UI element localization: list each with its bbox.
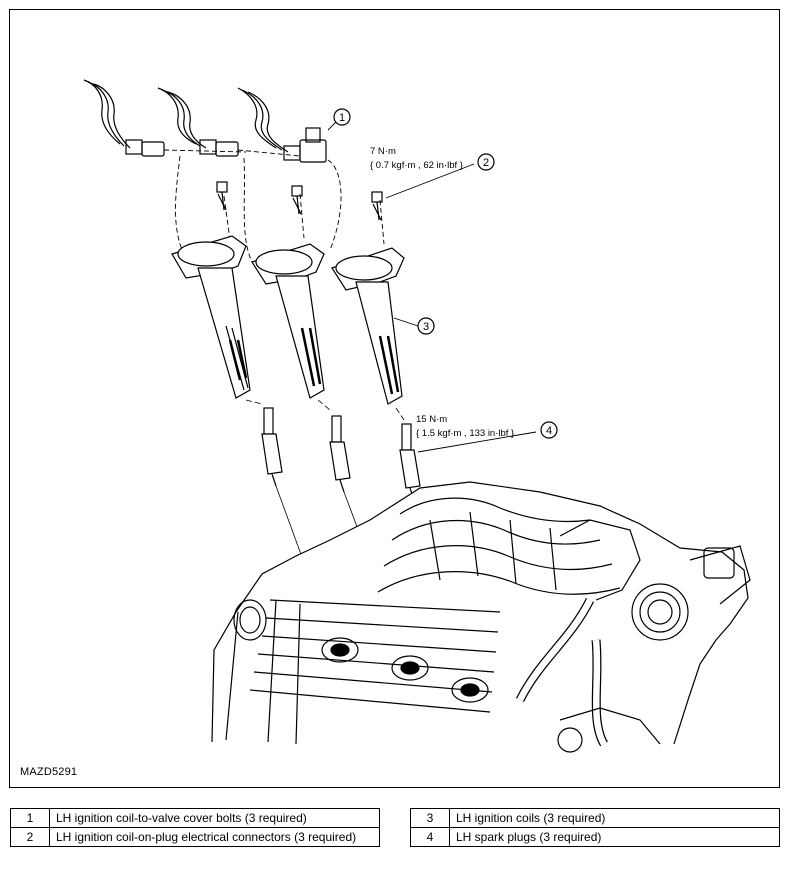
figure-id-label: MAZD5291 [20,766,78,778]
exploded-view-illustration: 1 2 3 4 7 N·m { 0.7 kgf·m , 62 in·lbf } … [83,77,751,753]
legend-row: 1 LH ignition coil-to-valve cover bolts … [10,808,380,828]
assembly-lines [163,149,385,263]
figure-frame [9,9,780,788]
legend-number: 4 [410,827,450,847]
legend-row: 4 LH spark plugs (3 required) [410,827,780,847]
coil-connectors [125,127,327,163]
engine-assembly [211,481,751,753]
legend-number: 3 [410,808,450,828]
legend-description: LH ignition coils (3 required) [449,808,780,828]
callout-2-number: 2 [483,157,489,169]
callout-4-torque-nm: 15 N·m [416,414,447,425]
callout-leaders [327,119,537,453]
coil-bolts [216,181,383,221]
legend-row: 2 LH ignition coil-on-plug electrical co… [10,827,380,847]
legend-table-left: 1 LH ignition coil-to-valve cover bolts … [10,808,380,847]
callout-1-number: 1 [339,112,345,124]
callout-circles [333,108,558,439]
legend-row: 3 LH ignition coils (3 required) [410,808,780,828]
legend-number: 2 [10,827,50,847]
legend-number: 1 [10,808,50,828]
legend-description: LH ignition coil-to-valve cover bolts (3… [49,808,380,828]
callout-2-torque-alt: { 0.7 kgf·m , 62 in·lbf } [370,160,463,171]
callout-2-torque-nm: 7 N·m [370,146,396,157]
harness-wires [83,77,289,154]
legend-table-right: 3 LH ignition coils (3 required) 4 LH sp… [410,808,780,847]
callout-4-number: 4 [546,425,552,437]
ignition-coils [171,235,405,405]
callout-4-torque-alt: { 1.5 kgf·m , 133 in·lbf } [416,428,514,439]
legend-description: LH spark plugs (3 required) [449,827,780,847]
legend-description: LH ignition coil-on-plug electrical conn… [49,827,380,847]
callout-3-number: 3 [423,321,429,333]
